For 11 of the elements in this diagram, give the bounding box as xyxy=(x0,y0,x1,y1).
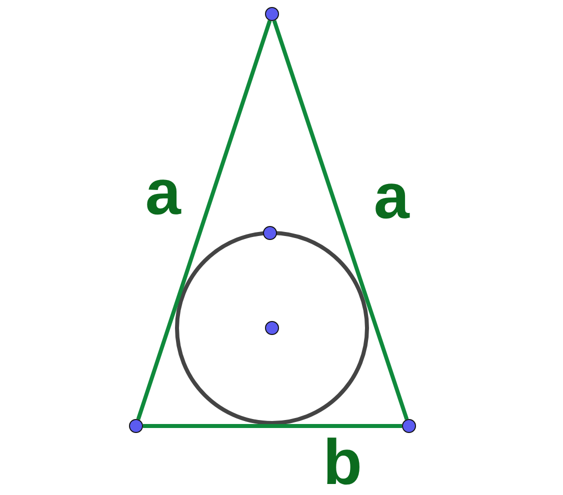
point-dot xyxy=(263,226,277,240)
edge-label: b xyxy=(322,430,362,494)
point-dot xyxy=(129,419,143,433)
point-dot xyxy=(265,321,279,335)
triangle-side xyxy=(143,424,402,428)
point-dot xyxy=(265,7,279,21)
edge-label: a xyxy=(374,164,410,228)
point-dot xyxy=(402,419,416,433)
edge-label: a xyxy=(145,160,181,224)
triangle-side xyxy=(136,20,272,420)
triangle-side xyxy=(272,20,409,420)
